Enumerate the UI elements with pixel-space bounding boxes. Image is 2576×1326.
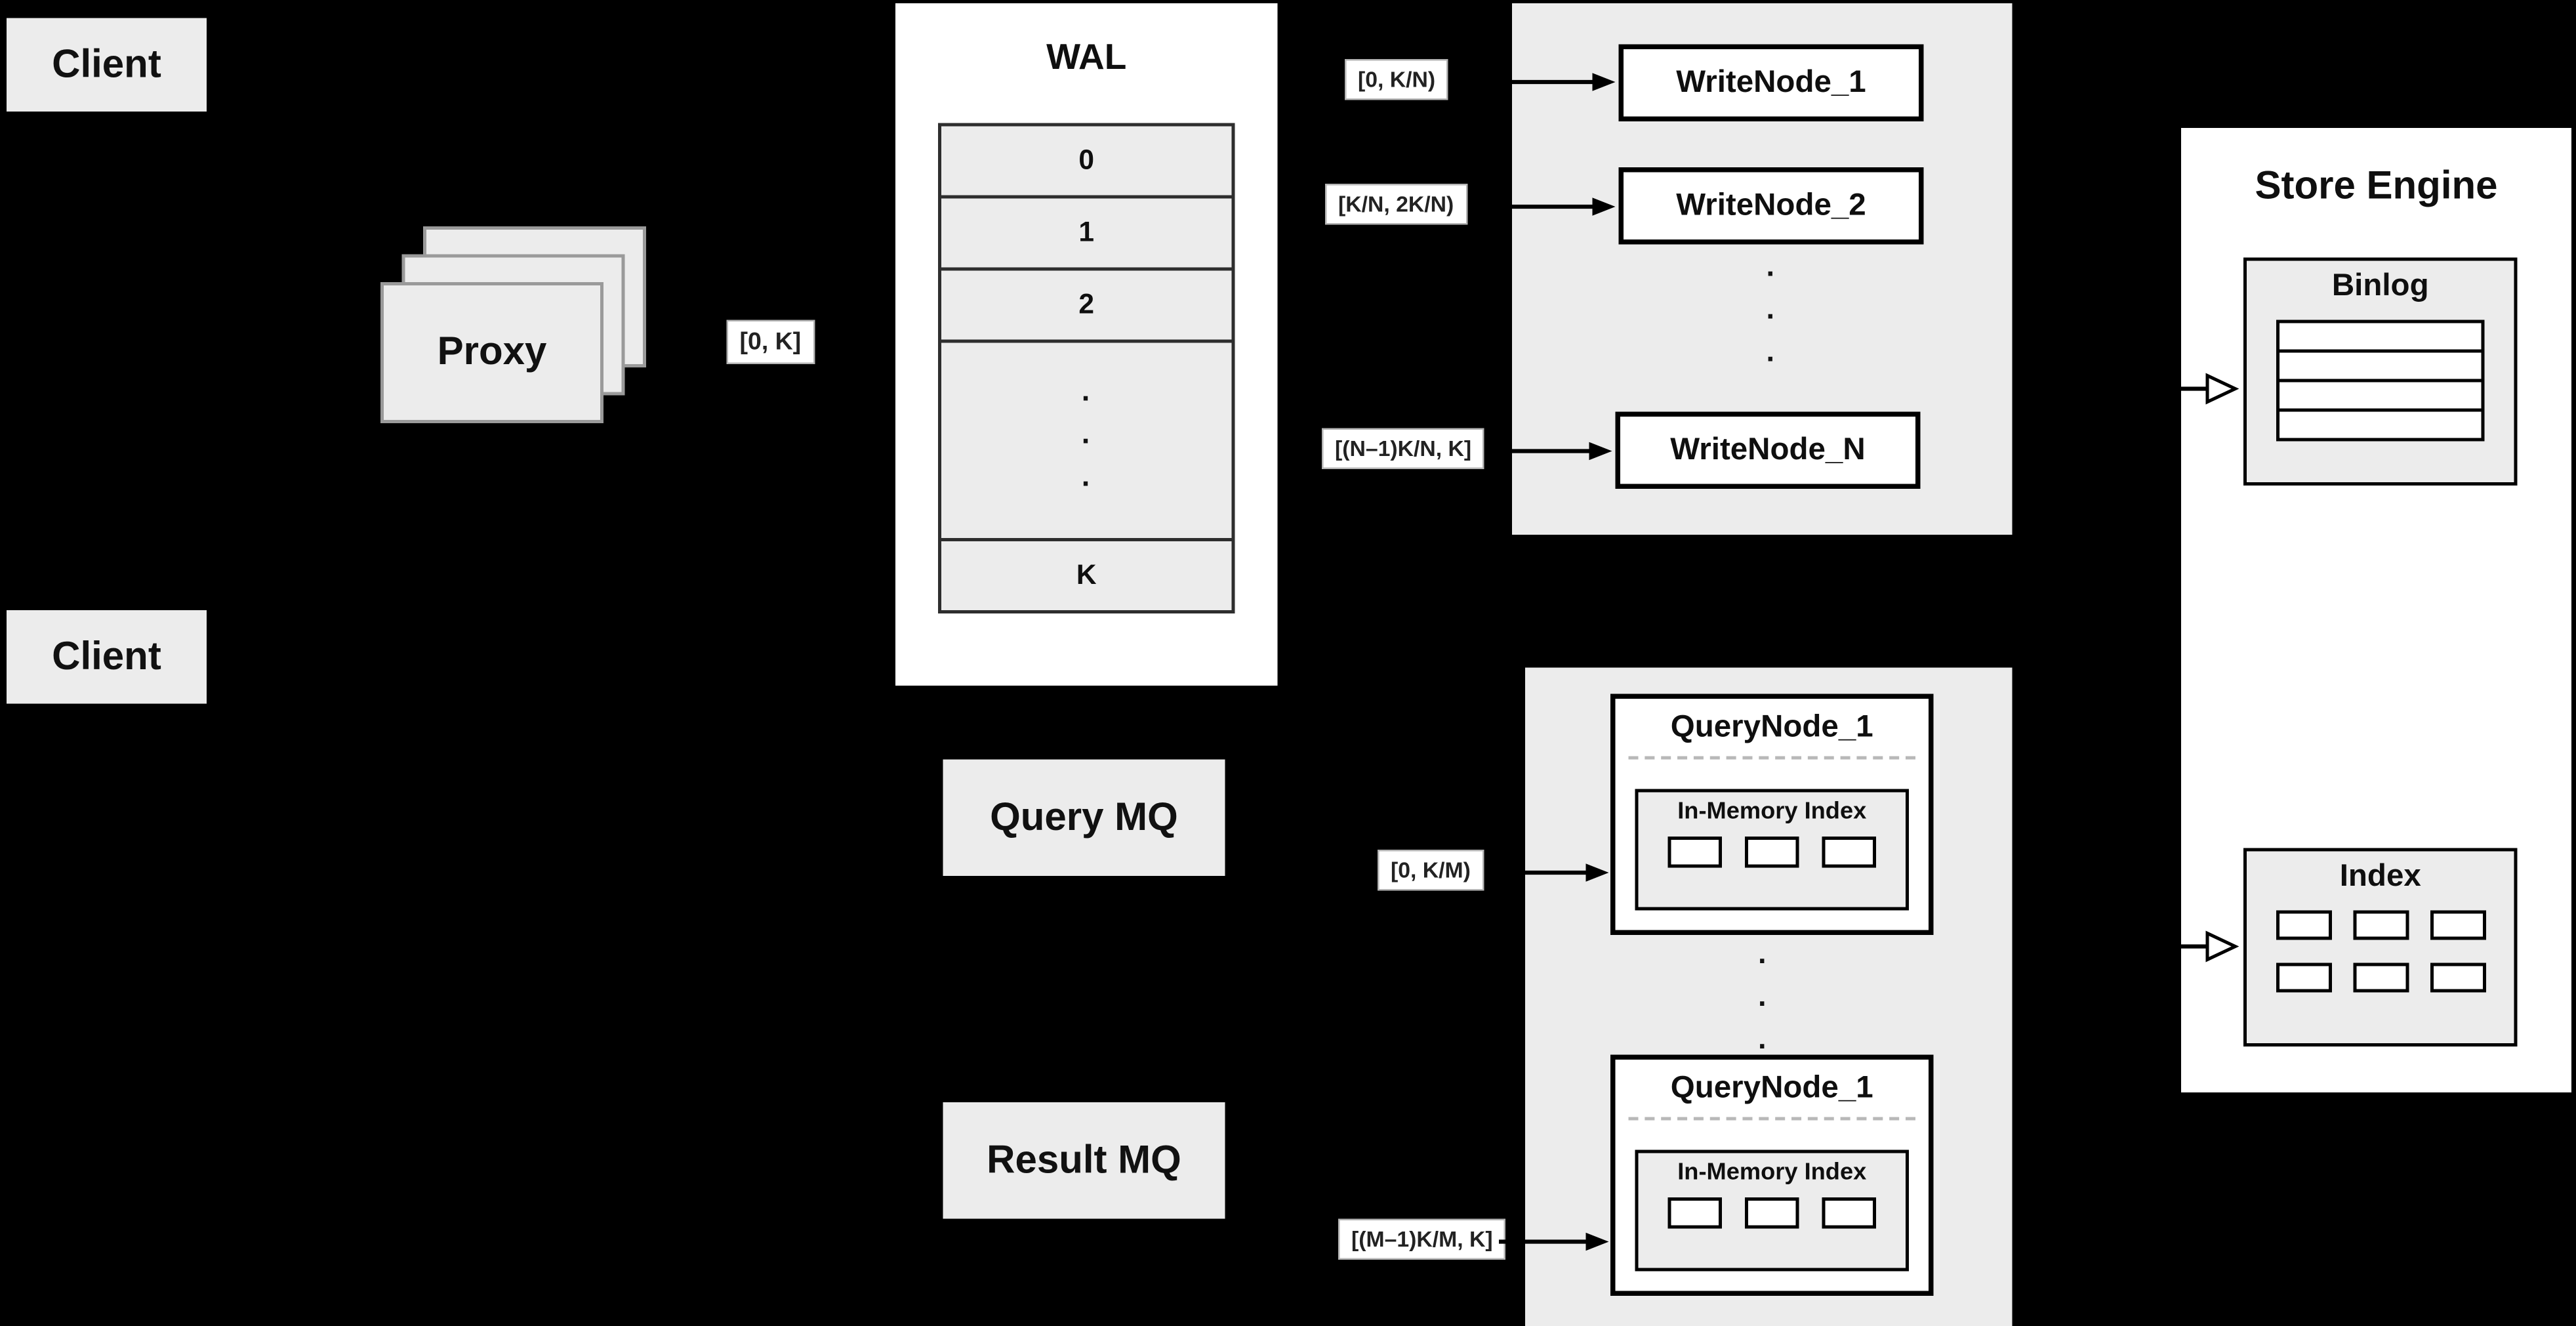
range-label-write-node-2: [K/N, 2K/N) bbox=[1325, 184, 1467, 225]
index-cell-row bbox=[2275, 910, 2485, 940]
index-slot bbox=[1745, 1197, 1799, 1229]
range-label-write-node-1: [0, K/N) bbox=[1345, 59, 1449, 100]
result-mq-box: Result MQ bbox=[943, 1102, 1225, 1219]
write-nodes-panel: WriteNode_1 WriteNode_2 · · · WriteNode_… bbox=[1512, 3, 2013, 535]
index-slot bbox=[1667, 837, 1722, 868]
index-slot bbox=[1822, 837, 1876, 868]
query-node-title: QueryNode_1 bbox=[1628, 1060, 1915, 1121]
index-cells bbox=[2247, 910, 2514, 993]
index-cell bbox=[2275, 910, 2331, 940]
index-slot bbox=[1745, 837, 1799, 868]
binlog-row bbox=[2276, 379, 2485, 412]
in-memory-index-box: In-Memory Index bbox=[1635, 1150, 1909, 1272]
wal-panel: WAL 0 1 2 · · · K bbox=[895, 3, 1278, 686]
query-mq-box: Query MQ bbox=[943, 759, 1225, 876]
index-cell bbox=[2429, 963, 2485, 993]
wal-row-2: 2 bbox=[938, 267, 1235, 343]
binlog-row bbox=[2276, 349, 2485, 383]
store-engine-title: Store Engine bbox=[2255, 164, 2498, 209]
query-node-title: QueryNode_1 bbox=[1628, 699, 1915, 760]
wal-row-1: 1 bbox=[938, 195, 1235, 271]
index-slots bbox=[1639, 837, 1906, 868]
in-memory-index-box: In-Memory Index bbox=[1635, 789, 1909, 911]
client-box-top: Client bbox=[7, 18, 207, 112]
index-slot bbox=[1822, 1197, 1876, 1229]
binlog-row bbox=[2276, 320, 2485, 353]
index-cell bbox=[2352, 910, 2409, 940]
vertical-ellipsis-icon: · · · bbox=[1758, 945, 1768, 1063]
store-engine-panel: Store Engine Binlog Index bbox=[2181, 128, 2571, 1092]
wal-row-k: K bbox=[938, 538, 1235, 613]
index-slot bbox=[1667, 1197, 1722, 1229]
wal-row-0: 0 bbox=[938, 123, 1235, 199]
query-node-bottom: QueryNode_1 In-Memory Index bbox=[1610, 1054, 1934, 1296]
proxy-stack: Proxy bbox=[380, 226, 668, 426]
wal-title: WAL bbox=[1046, 36, 1127, 77]
index-cell bbox=[2352, 963, 2409, 993]
vertical-ellipsis-icon: · · · bbox=[1766, 257, 1776, 376]
range-label-query-node-m: [(M–1)K/M, K] bbox=[1338, 1218, 1506, 1260]
range-label-proxy-output: [0, K] bbox=[726, 320, 815, 364]
vertical-ellipsis-icon: · · · bbox=[1081, 381, 1092, 500]
client-box-bottom: Client bbox=[7, 610, 207, 704]
wal-row-ellipsis: · · · bbox=[938, 339, 1235, 541]
write-node-n: WriteNode_N bbox=[1615, 411, 1921, 489]
query-nodes-panel: QueryNode_1 In-Memory Index · · · QueryN… bbox=[1525, 667, 2013, 1326]
index-cell bbox=[2429, 910, 2485, 940]
index-slots bbox=[1639, 1197, 1906, 1229]
index-cell bbox=[2275, 963, 2331, 993]
index-cell-row bbox=[2275, 963, 2485, 993]
binlog-box: Binlog bbox=[2243, 257, 2518, 486]
write-node-1: WriteNode_1 bbox=[1618, 44, 1924, 121]
binlog-title: Binlog bbox=[2331, 269, 2429, 304]
range-label-query-node-1: [0, K/M) bbox=[1378, 850, 1484, 891]
range-label-write-node-n: [(N–1)K/N, K] bbox=[1322, 428, 1485, 469]
write-node-2: WriteNode_2 bbox=[1618, 167, 1924, 245]
in-memory-index-label: In-Memory Index bbox=[1677, 1159, 1867, 1186]
proxy-card-front: Proxy bbox=[380, 282, 603, 423]
index-title: Index bbox=[2339, 860, 2421, 894]
wal-table: 0 1 2 · · · K bbox=[938, 123, 1235, 613]
in-memory-index-label: In-Memory Index bbox=[1677, 798, 1867, 825]
index-box: Index bbox=[2243, 848, 2518, 1046]
binlog-rows bbox=[2276, 320, 2485, 442]
binlog-row bbox=[2276, 408, 2485, 442]
query-node-top: QueryNode_1 In-Memory Index bbox=[1610, 694, 1934, 935]
